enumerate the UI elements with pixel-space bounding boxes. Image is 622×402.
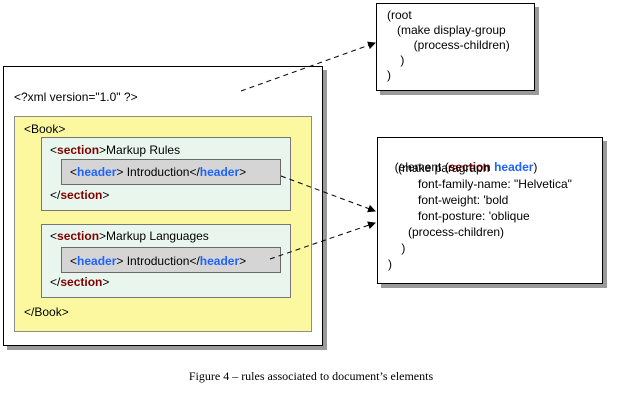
- header-open-lt-1: <: [70, 165, 78, 179]
- section-open-lt-2: <: [50, 229, 58, 243]
- element-rule-line-6: (process-children): [388, 225, 505, 239]
- element-rule-line-8: ): [388, 257, 392, 271]
- section-title-1: Markup Rules: [106, 143, 181, 157]
- header-box-1: [61, 159, 281, 185]
- section-open-lt-1: <: [50, 143, 58, 157]
- section-open-line-1: <section>Markup Rules: [50, 143, 180, 157]
- section-close-lt-1: </: [50, 188, 61, 202]
- section-open-gt-2: >: [99, 229, 107, 243]
- section-open-tag-2: section: [57, 229, 100, 243]
- header-close-tag-1: header: [199, 165, 240, 179]
- header-text-2: Introduction: [123, 254, 190, 268]
- element-rule-line-1: (element (section header): [388, 145, 538, 175]
- header-close-tag-2: header: [199, 254, 240, 268]
- book-close-tag: </Book>: [24, 305, 69, 319]
- section-close-gt-1: >: [102, 188, 110, 202]
- section-close-lt-2: </: [50, 275, 61, 289]
- header-open-tag-1: header: [77, 165, 117, 179]
- header-box-2: [61, 247, 281, 273]
- section-open-gt-1: >: [99, 143, 107, 157]
- element-rule-prefix: (element (: [394, 160, 449, 174]
- element-rule-suffix: ): [533, 160, 538, 174]
- section-open-line-2: <section>Markup Languages: [50, 229, 209, 243]
- header-close-gt-1: >: [239, 165, 247, 179]
- element-rule-line-3: font-family-name: "Helvetica": [388, 177, 572, 191]
- root-rule-line-4: ): [387, 53, 405, 67]
- header-open-gt-1: >: [116, 165, 124, 179]
- header-line-2: <header> Introduction</header>: [70, 254, 246, 268]
- element-rule-line-4: font-weight: 'bold: [388, 193, 509, 207]
- section-close-line-2: </section>: [50, 275, 109, 289]
- section-close-gt-2: >: [102, 275, 110, 289]
- element-rule-line-2: (make paragraph: [388, 161, 490, 175]
- section-close-tag-1: section: [60, 188, 103, 202]
- root-rule-line-2: (make display-group: [387, 23, 506, 37]
- element-rule-line-5: font-posture: 'oblique: [388, 209, 530, 223]
- root-rule-line-1: (root: [387, 8, 412, 22]
- element-rule-section-keyword: section: [448, 160, 491, 174]
- section-close-line-1: </section>: [50, 188, 109, 202]
- header-open-gt-2: >: [116, 254, 124, 268]
- root-rule-box: [376, 3, 535, 91]
- figure-caption: Figure 4 – rules associated to document’…: [188, 369, 434, 383]
- root-rule-line-3: (process-children): [387, 38, 510, 52]
- section-open-tag-1: section: [57, 143, 100, 157]
- header-text-1: Introduction: [123, 165, 190, 179]
- section-title-2: Markup Languages: [106, 229, 209, 243]
- element-rule-line-7: ): [388, 241, 406, 255]
- header-open-lt-2: <: [70, 254, 78, 268]
- section-close-tag-2: section: [60, 275, 103, 289]
- header-open-tag-2: header: [77, 254, 117, 268]
- header-close-lt-1: </: [189, 165, 200, 179]
- element-rule-box: [377, 137, 603, 284]
- book-open-tag: <Book>: [24, 122, 66, 136]
- root-rule-line-5: ): [387, 68, 391, 82]
- header-line-1: <header> Introduction</header>: [70, 165, 246, 179]
- element-rule-header-keyword: header: [494, 160, 534, 174]
- xml-declaration: <?xml version="1.0" ?>: [14, 90, 138, 104]
- header-close-lt-2: </: [189, 254, 200, 268]
- header-close-gt-2: >: [239, 254, 247, 268]
